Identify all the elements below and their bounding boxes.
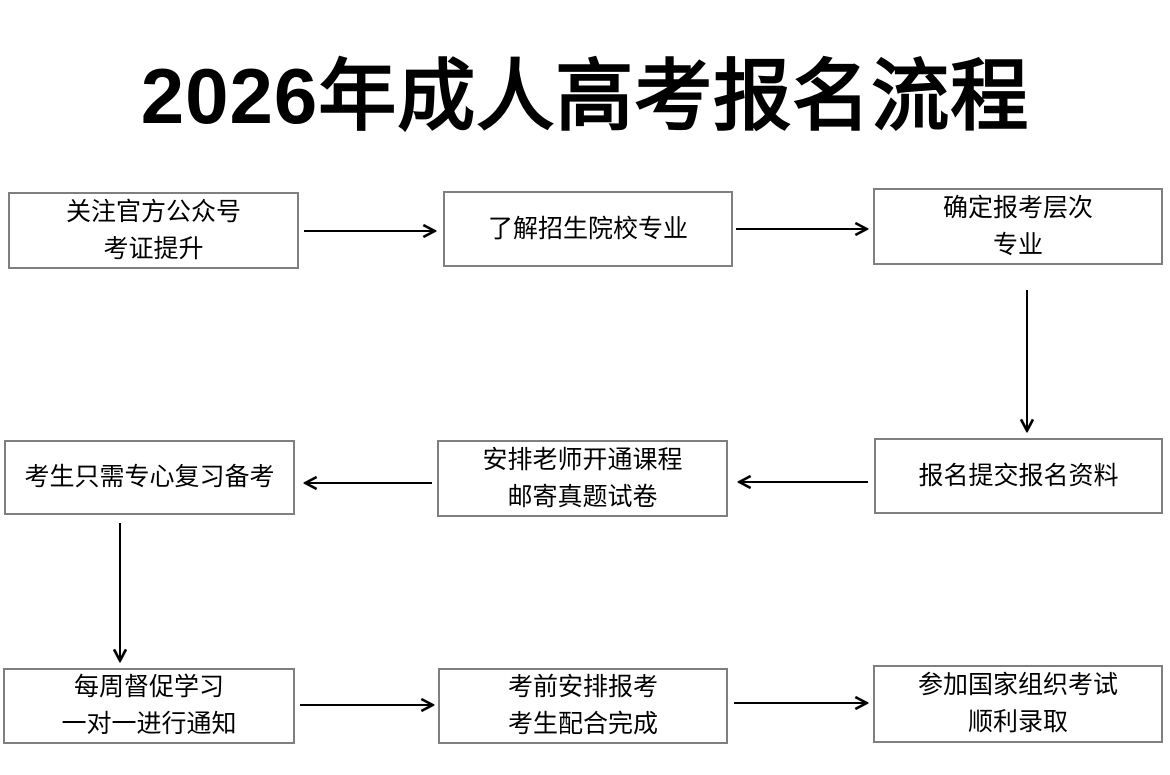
step-teacher-course-materials: 安排老师开通课程 邮寄真题试卷: [437, 440, 728, 517]
step-text-line: 考证提升: [103, 234, 204, 263]
step-follow-official-account: 关注官方公众号 考证提升: [8, 192, 299, 269]
step-text-line: 确定报考层次: [942, 193, 1093, 222]
step-text-line: 一对一进行通知: [61, 710, 237, 738]
step-confirm-level-major: 确定报考层次 专业: [873, 188, 1163, 265]
step-national-exam-admission: 参加国家组织考试 顺利录取: [873, 665, 1163, 743]
step-text-line: 关注官方公众号: [65, 197, 241, 226]
step-text-line: 参加国家组织考试: [917, 671, 1118, 699]
step-text-line: 报名提交报名资料: [918, 461, 1119, 490]
step-submit-registration: 报名提交报名资料: [874, 438, 1163, 514]
step-text-line: 考生只需专心复习备考: [24, 463, 275, 491]
step-text-line: 邮寄真题试卷: [507, 482, 658, 511]
step-text-line: 顺利录取: [967, 708, 1068, 736]
step-text-line: 每周督促学习: [73, 673, 224, 701]
page-title: 2026年成人高考报名流程: [140, 52, 1030, 140]
step-text-line: 专业: [992, 230, 1043, 259]
step-text-line: 了解招生院校专业: [487, 214, 688, 243]
step-learn-school-majors: 了解招生院校专业: [443, 191, 733, 267]
step-text-line: 考前安排报考: [507, 673, 658, 701]
step-weekly-supervision: 每周督促学习 一对一进行通知: [3, 668, 295, 744]
step-text-line: 考生配合完成: [507, 710, 658, 738]
step-pre-exam-arrangement: 考前安排报考 考生配合完成: [438, 668, 728, 744]
step-text-line: 安排老师开通课程: [482, 445, 683, 474]
step-focus-review: 考生只需专心复习备考: [4, 440, 295, 515]
